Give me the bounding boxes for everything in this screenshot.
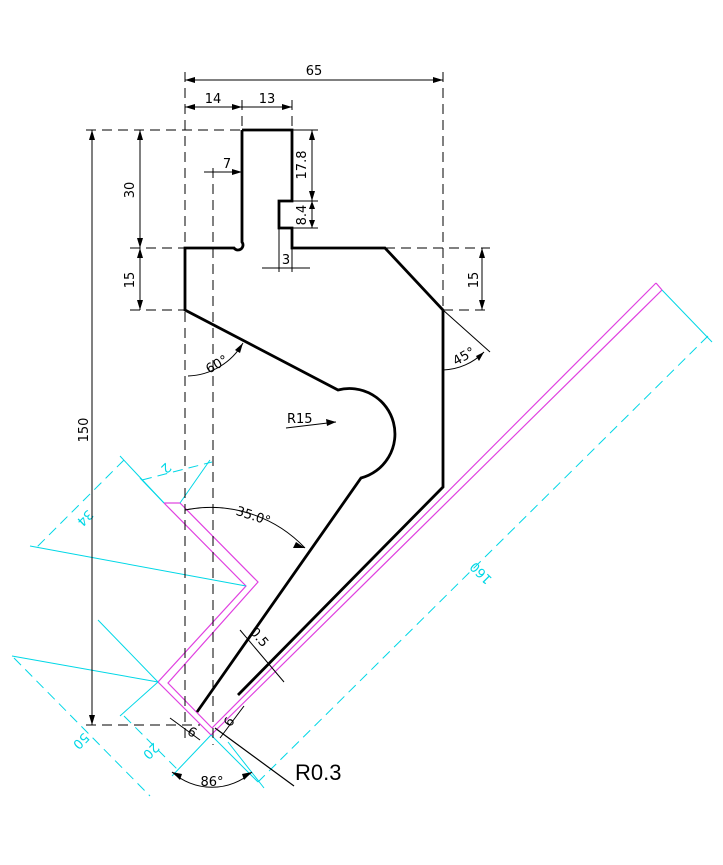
dim14-arrow-l <box>185 104 195 110</box>
dim17-arrow-b <box>309 191 315 201</box>
dim14-text: 14 <box>205 92 222 107</box>
dim05-text: 0.5 <box>246 625 271 650</box>
dim20-text: 20 <box>139 739 161 761</box>
dim50-ext-b <box>97 619 159 683</box>
dim8-text: 8.4 <box>295 205 310 226</box>
angle35-arc <box>184 506 306 549</box>
angle45-ext <box>442 309 491 353</box>
dim2-line <box>141 461 213 481</box>
dim20-ext-a <box>119 681 159 717</box>
dim160-ext-top <box>661 289 713 343</box>
dim15l-arrow-t <box>137 248 143 258</box>
angle86-text: 86° <box>200 775 223 790</box>
dim6a-text: 6 <box>184 724 199 741</box>
angle35-arrow <box>293 542 305 548</box>
dim7-text: 7 <box>223 157 231 172</box>
r03-leader <box>214 727 295 787</box>
sheet-dimensions: 160 34 2 50 20 <box>11 289 713 797</box>
dim15r-arrow-b <box>479 300 485 310</box>
dim34-line <box>33 459 125 551</box>
dim65-arrow-l <box>185 77 195 83</box>
dim3-text: 3 <box>282 253 290 268</box>
r03-text: R0.3 <box>295 760 341 785</box>
punch-dimensions: 65 14 13 7 17.8 8.4 3 30 <box>77 64 491 790</box>
dim150-arrow-t <box>89 130 95 140</box>
bent-sheet <box>157 282 663 736</box>
dim17-text: 17.8 <box>295 151 310 180</box>
dim15l-arrow-b <box>137 300 143 310</box>
dim2-ext-a <box>139 477 165 504</box>
dim8-arrow-t <box>309 201 315 209</box>
dim30-arrow-t <box>137 130 143 140</box>
angle45-text: 45° <box>451 345 478 370</box>
dim160-text: 160 <box>467 558 495 586</box>
dim50-ext-a <box>11 655 159 683</box>
angle86-arrow-r <box>242 772 252 780</box>
r15-arrow <box>326 419 336 426</box>
dim05-line <box>239 629 285 683</box>
sheet-right-outer <box>210 289 663 736</box>
angle60-text: 60° <box>204 353 231 378</box>
dim14-arrow-r <box>232 104 242 110</box>
dim8-arrow-b <box>309 220 315 228</box>
angle60-arrow <box>235 343 243 353</box>
sheet-outer-left <box>157 502 247 736</box>
r15-text: R15 <box>287 412 313 427</box>
dim30-text: 30 <box>123 182 138 199</box>
angle35-text: 35.0° <box>234 504 272 529</box>
punch-profile <box>183 128 445 713</box>
dim7-arrow <box>232 169 242 175</box>
dim17-arrow-t <box>309 130 315 140</box>
angle86-arrow-l <box>172 772 182 780</box>
sheet-right-cap <box>655 282 663 291</box>
sheet-right-inner <box>211 282 657 729</box>
dim2-text: 2 <box>157 459 173 475</box>
dim30-arrow-b <box>137 238 143 248</box>
dim6a-line <box>169 717 201 741</box>
dim160-line <box>257 335 709 783</box>
dim15r-text: 15 <box>467 272 482 289</box>
dim6b-line <box>219 705 245 739</box>
dim20-line <box>123 715 179 771</box>
dim15r-arrow-t <box>479 248 485 258</box>
dim160-ext-bottom <box>227 741 265 789</box>
tip-ext-left <box>171 734 212 777</box>
dim65-arrow-r <box>433 77 443 83</box>
dim15l-text: 15 <box>123 272 138 289</box>
dim13-text: 13 <box>259 92 276 107</box>
dim34-ext-b <box>29 545 247 587</box>
angle45-arrow <box>476 352 484 361</box>
dim150-arrow-b <box>89 715 95 725</box>
dim50-line <box>13 657 151 797</box>
dim150-text: 150 <box>77 418 92 443</box>
dim65-text: 65 <box>306 64 323 79</box>
dim13-arrow-r <box>282 104 292 110</box>
